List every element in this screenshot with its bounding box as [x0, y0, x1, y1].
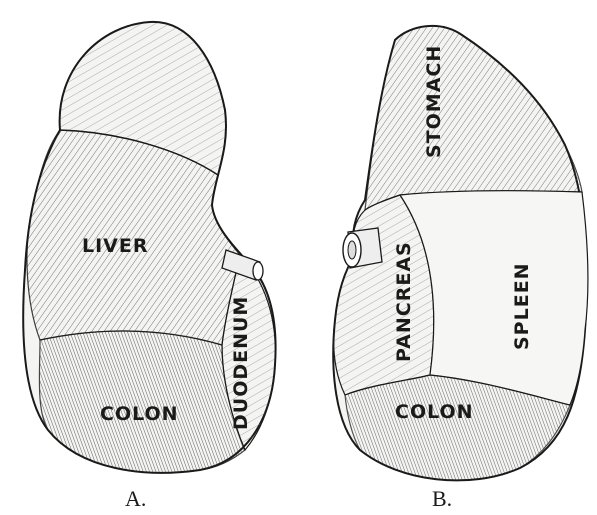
label-spleen: SPLEEN: [511, 262, 533, 350]
panel-a: LIVER COLON DUODENUM A.: [23, 22, 275, 511]
panel-b: STOMACH PANCREAS SPLEEN COLON B.: [333, 26, 588, 511]
label-stomach: STOMACH: [423, 45, 445, 158]
caption-b: B.: [432, 486, 452, 511]
ureter-b: [343, 228, 382, 268]
caption-a: A.: [125, 486, 146, 511]
label-pancreas: PANCREAS: [393, 241, 415, 362]
label-colon-a: COLON: [100, 403, 179, 425]
colon-region-a: [39, 331, 245, 473]
label-duodenum: DUODENUM: [230, 296, 252, 430]
stomach-region: [365, 26, 582, 210]
label-colon-b: COLON: [395, 401, 474, 423]
label-liver: LIVER: [82, 235, 149, 257]
